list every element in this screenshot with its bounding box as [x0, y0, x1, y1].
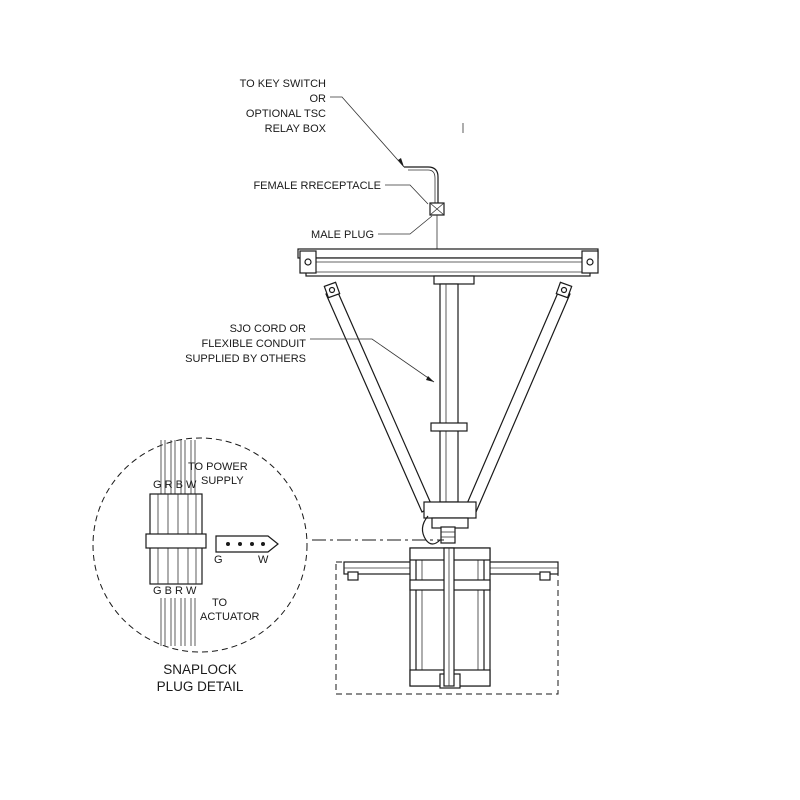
- key-switch-label: TO KEY SWITCH OR OPTIONAL TSC RELAY BOX: [240, 78, 327, 135]
- sjo-cord-leader: [310, 338, 435, 383]
- svg-text:PLUG DETAIL: PLUG DETAIL: [157, 679, 244, 694]
- female-receptacle-leader: [385, 184, 429, 205]
- plug-prong: G W: [214, 535, 279, 566]
- svg-text:SUPPLY: SUPPLY: [201, 475, 244, 487]
- female-receptacle-label: FEMALE RRECEPTACLE: [253, 180, 381, 192]
- snaplock-connector: [429, 202, 445, 216]
- gantry-beam: [297, 248, 599, 285]
- wires-bottom: [160, 598, 196, 646]
- prong-w-label: W: [258, 554, 269, 566]
- svg-text:RELAY BOX: RELAY BOX: [265, 123, 327, 135]
- svg-text:OR: OR: [310, 93, 327, 105]
- mast-base-bracket: [421, 501, 477, 545]
- left-brace: [323, 281, 433, 513]
- sjo-cord-label: SJO CORD OR FLEXIBLE CONDUIT SUPPLIED BY…: [185, 323, 306, 365]
- supply-cord: [404, 166, 439, 203]
- to-power-supply-label: TO POWER SUPPLY: [188, 461, 248, 487]
- snaplock-plug-body: [145, 493, 207, 585]
- mast: [430, 283, 468, 503]
- male-plug-leader: [378, 215, 433, 235]
- detail-title: SNAPLOCK PLUG DETAIL: [157, 662, 244, 694]
- key-switch-leader: [330, 96, 405, 168]
- wire-codes-top: G R B W: [153, 479, 197, 491]
- wire-codes-bottom: G B R W: [153, 585, 197, 597]
- right-brace: [465, 281, 573, 513]
- svg-text:SUPPLIED BY OTHERS: SUPPLIED BY OTHERS: [185, 353, 306, 365]
- to-actuator-label: TO ACTUATOR: [200, 597, 260, 623]
- key-switch-arrowhead: [398, 158, 404, 167]
- svg-text:TO POWER: TO POWER: [188, 461, 248, 473]
- wires-top: [160, 440, 196, 494]
- male-plug-label: MALE PLUG: [311, 229, 374, 241]
- svg-text:SJO CORD OR: SJO CORD OR: [230, 323, 306, 335]
- svg-text:SNAPLOCK: SNAPLOCK: [163, 662, 237, 677]
- prong-g-label: G: [214, 554, 223, 566]
- detail-circle: [92, 437, 308, 653]
- svg-text:TO: TO: [212, 597, 228, 609]
- actuator-housing: [409, 547, 491, 689]
- svg-text:TO KEY SWITCH: TO KEY SWITCH: [240, 78, 326, 90]
- svg-text:ACTUATOR: ACTUATOR: [200, 611, 260, 623]
- svg-text:OPTIONAL TSC: OPTIONAL TSC: [246, 108, 326, 120]
- svg-text:FLEXIBLE CONDUIT: FLEXIBLE CONDUIT: [201, 338, 306, 350]
